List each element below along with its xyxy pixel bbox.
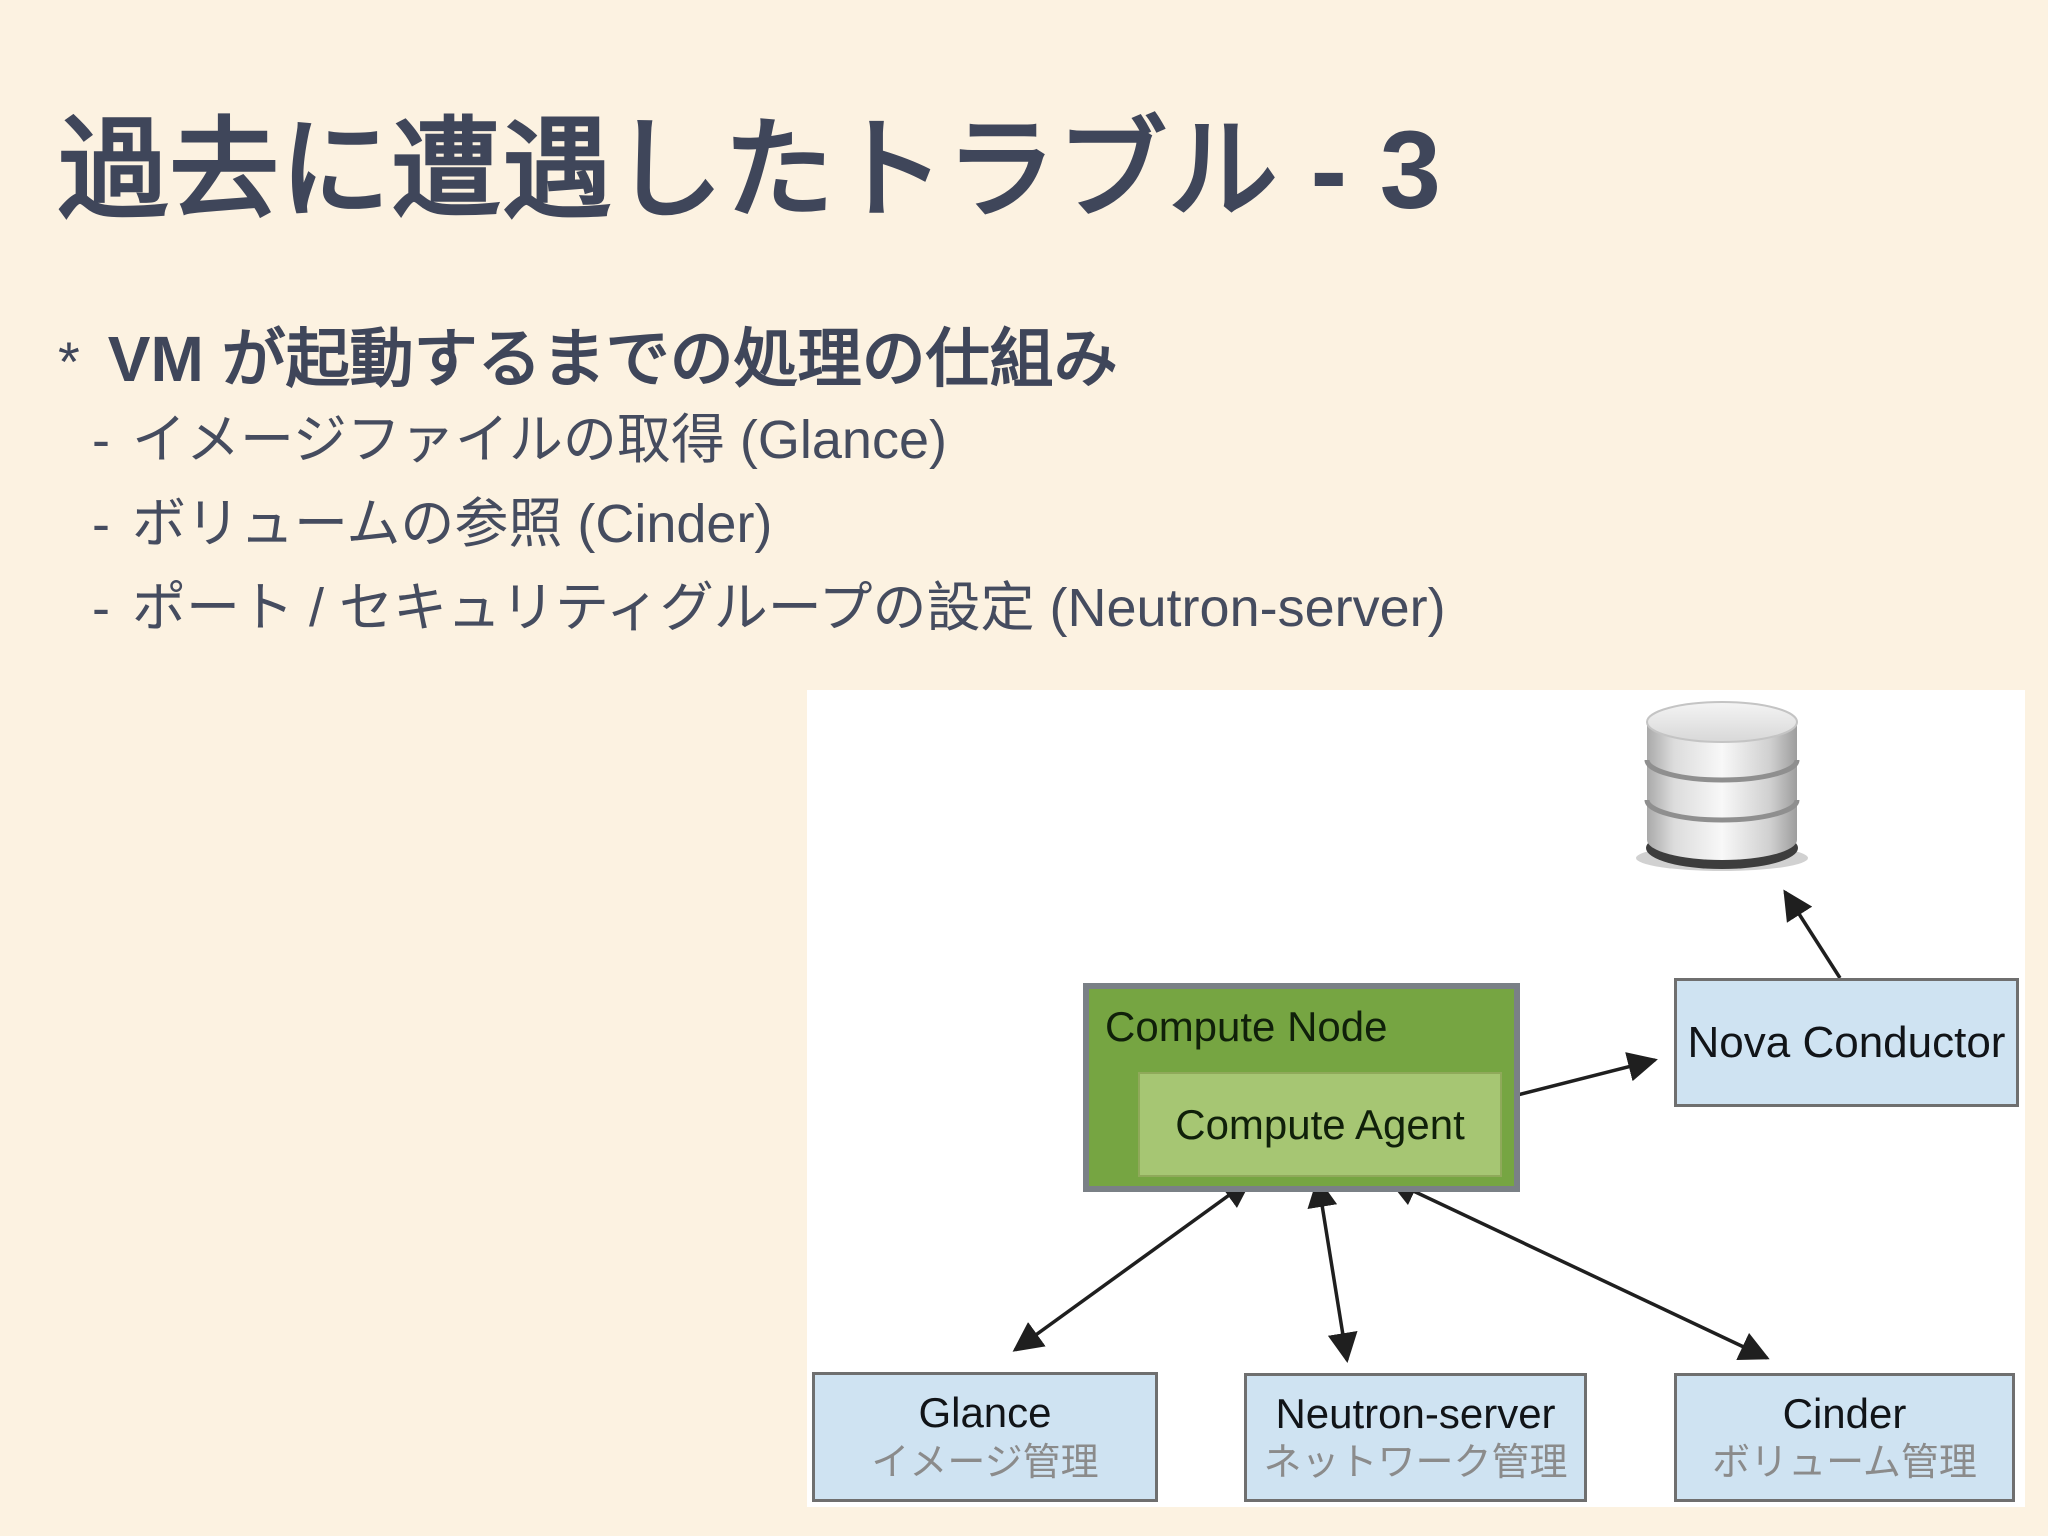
compute-node-box: Compute Node Compute Agent [1083,983,1520,1192]
sub-bullet-text: ポート / セキュリティグループの設定 (Neutron-server) [131,578,1446,638]
neutron-server-box: Neutron-server ネットワーク管理 [1244,1373,1587,1502]
sub-bullet-neutron: - ポート / セキュリティグループの設定 (Neutron-server) [92,566,1446,650]
sub-bullet-glance: - イメージファイルの取得 (Glance) [92,398,1446,482]
arrow-agent-glance [1012,1178,1253,1352]
compute-agent-label: Compute Agent [1175,1100,1465,1148]
service-caption: ネットワーク管理 [1263,1442,1568,1484]
arrow-agent-cinder [1387,1177,1770,1361]
arrow-nova-to-database [1783,889,1842,979]
sub-bullet-text: イメージファイルの取得 (Glance) [131,410,947,470]
service-name: Cinder [1782,1389,1907,1437]
nova-conductor-box: Nova Conductor [1674,978,2019,1107]
service-caption: ボリューム管理 [1712,1442,1977,1484]
bullet-text: VM が起動するまでの処理の仕組み [107,323,1118,395]
bullet-marker: * [58,330,80,393]
dash-marker: - [92,494,110,554]
architecture-diagram-panel: Compute Node Compute Agent Nova Conducto… [807,690,2025,1507]
sub-bullet-cinder: - ボリュームの参照 (Cinder) [92,482,1446,566]
nova-conductor-label: Nova Conductor [1687,1017,2006,1067]
page-title: 過去に遭遇したトラブル - 3 [58,109,1442,232]
compute-agent-box: Compute Agent [1138,1072,1502,1177]
service-name: Neutron-server [1275,1389,1556,1437]
arrow-agent-neutron [1307,1177,1358,1363]
cinder-box: Cinder ボリューム管理 [1674,1373,2015,1502]
sub-bullet-text: ボリュームの参照 (Cinder) [131,494,773,554]
compute-node-label: Compute Node [1105,1003,1388,1050]
service-name: Glance [918,1389,1052,1436]
dash-marker: - [92,578,110,638]
bullet-item: * VM が起動するまでの処理の仕組み [58,308,1118,400]
glance-box: Glance イメージ管理 [812,1372,1158,1502]
service-caption: イメージ管理 [871,1441,1099,1484]
database-icon [1636,701,1808,871]
dash-marker: - [92,410,110,470]
sub-bullet-list: - イメージファイルの取得 (Glance) - ボリュームの参照 (Cinde… [92,398,1446,650]
